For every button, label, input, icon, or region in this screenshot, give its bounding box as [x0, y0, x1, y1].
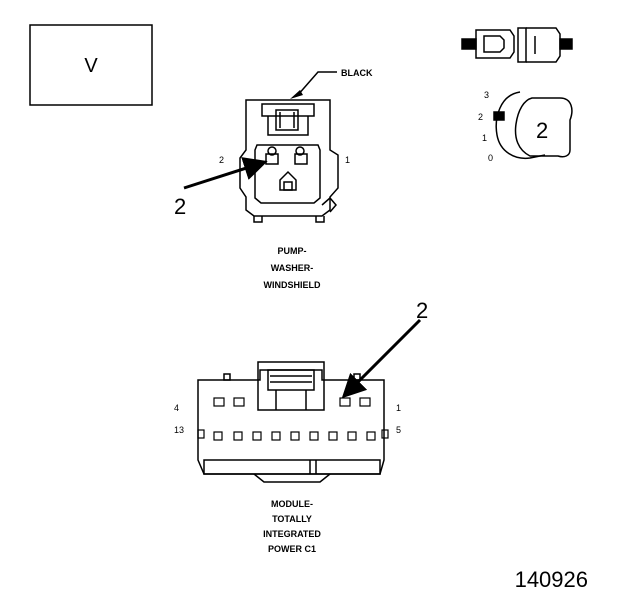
- pump-name-line-1: PUMP-: [278, 246, 307, 256]
- terminal-side-view: [461, 27, 573, 63]
- view-label: V: [84, 55, 98, 77]
- pump-connector-name: PUMP- WASHER- WINDSHIELD: [264, 246, 321, 290]
- module-callout-arrow: 2: [341, 298, 428, 399]
- module-bottom-cavities: [197, 429, 389, 441]
- module-connector: [197, 361, 385, 483]
- module-connector-name: MODULE- TOTALLY INTEGRATED POWER C1: [263, 499, 321, 554]
- module-name-line-3: INTEGRATED: [263, 529, 321, 539]
- module-name-line-2: TOTALLY: [272, 514, 312, 524]
- pump-callout-arrow: 2: [174, 157, 268, 219]
- module-pin-top-right: 1: [396, 403, 401, 413]
- position-current: 2: [536, 118, 548, 143]
- position-3: 3: [484, 90, 489, 100]
- position-indicator: [493, 91, 573, 160]
- pump-washer-connector: [239, 99, 339, 223]
- module-name-line-1: MODULE-: [271, 499, 313, 509]
- module-top-cavities: [213, 397, 371, 407]
- module-pin-bottom-left: 13: [174, 425, 184, 435]
- pump-callout-number: 2: [174, 194, 186, 219]
- position-0: 0: [488, 153, 493, 163]
- module-callout-number: 2: [416, 298, 428, 323]
- pump-pin-right: 1: [345, 155, 350, 165]
- module-pin-top-left: 4: [174, 403, 179, 413]
- wire-color-label: BLACK: [341, 68, 373, 78]
- module-pin-bottom-right: 5: [396, 425, 401, 435]
- figure-number: 140926: [515, 567, 588, 592]
- view-label-box: V: [29, 24, 153, 106]
- pump-name-line-3: WINDSHIELD: [264, 280, 321, 290]
- position-1: 1: [482, 133, 487, 143]
- wire-color-callout: BLACK: [290, 68, 373, 99]
- pump-pin-left: 2: [219, 155, 224, 165]
- position-2: 2: [478, 112, 483, 122]
- pump-name-line-2: WASHER-: [271, 263, 314, 273]
- module-name-line-4: POWER C1: [268, 544, 316, 554]
